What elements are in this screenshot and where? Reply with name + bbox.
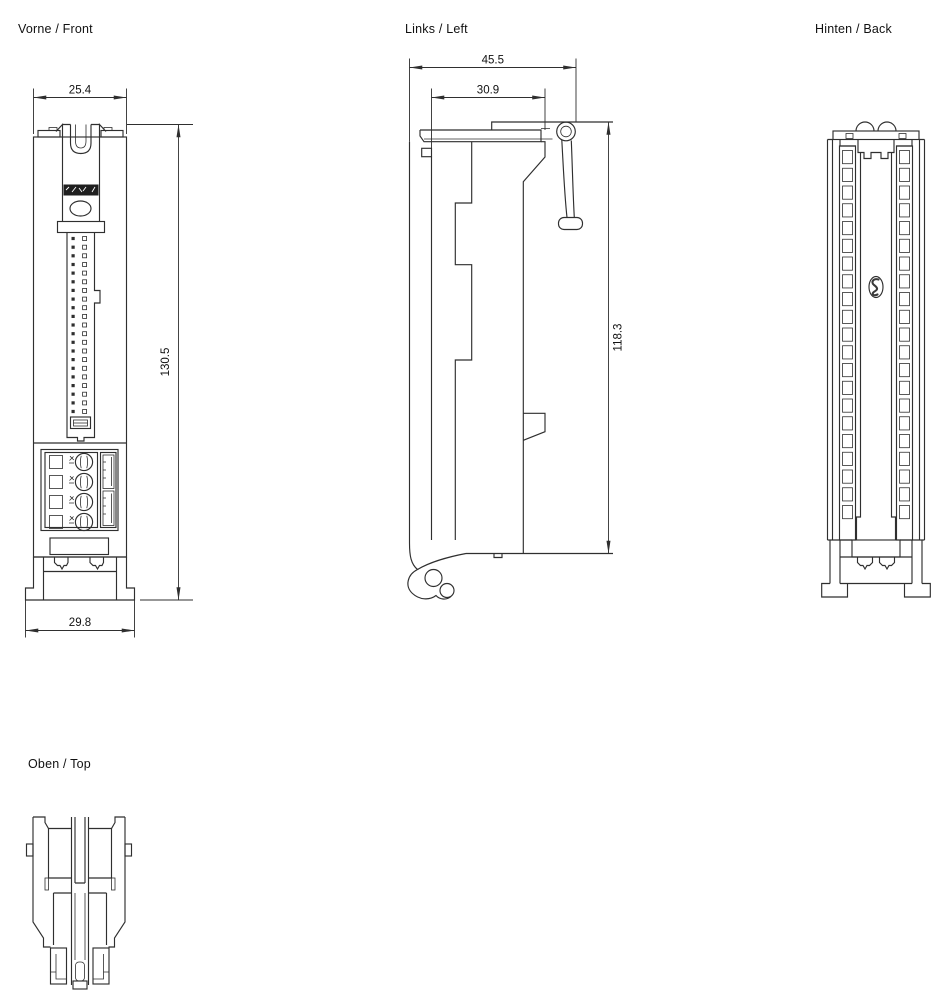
material-marking-icon bbox=[868, 275, 884, 299]
front-brand-label bbox=[63, 184, 99, 217]
front-dim-top-width: 25.4 bbox=[33, 85, 127, 134]
terminal-screw-icon bbox=[74, 512, 94, 532]
dimension-label: 130.5 bbox=[160, 348, 172, 377]
front-din-foot bbox=[24, 537, 136, 601]
left-view-title: Links / Left bbox=[405, 22, 468, 36]
front-dim-overall-height: 130.5 bbox=[127, 124, 193, 601]
back-top-clips bbox=[827, 121, 925, 160]
top-view-title: Oben / Top bbox=[28, 757, 91, 771]
left-dim-body-depth: 30.9 bbox=[431, 85, 546, 157]
left-locking-lever bbox=[556, 121, 584, 231]
dimension-label: 118.3 bbox=[613, 324, 625, 352]
back-vent-slots bbox=[842, 150, 910, 520]
top-view bbox=[25, 816, 133, 990]
lever-pivot-icon bbox=[556, 121, 576, 142]
back-view-title: Hinten / Back bbox=[815, 22, 892, 36]
front-wire-connector bbox=[99, 451, 117, 529]
left-dim-body-height: 118.3 bbox=[606, 121, 625, 554]
terminal-screw-icon bbox=[74, 452, 94, 472]
front-terminal-block bbox=[40, 448, 119, 532]
left-rail-hook bbox=[407, 542, 467, 600]
front-mounting-clip bbox=[55, 123, 107, 234]
front-view-title: Vorne / Front bbox=[18, 22, 93, 36]
top-center-channel bbox=[70, 817, 90, 990]
dimension-label: 30.9 bbox=[477, 85, 499, 97]
back-view bbox=[821, 121, 931, 598]
lever-handle bbox=[557, 216, 584, 231]
back-side-rails bbox=[826, 139, 926, 541]
front-view: 25.4 130.5 29.8 bbox=[24, 85, 193, 638]
dimension-label: 25.4 bbox=[69, 85, 92, 97]
top-outline bbox=[25, 816, 133, 948]
left-view: 45.5 30.9 118.3 bbox=[407, 55, 625, 600]
left-lid bbox=[419, 121, 613, 158]
front-dim-bottom-width: 29.8 bbox=[25, 600, 135, 638]
terminal-screw-icon bbox=[74, 492, 94, 512]
front-pin-strip bbox=[33, 232, 127, 444]
terminal-screw-icon bbox=[74, 472, 94, 492]
back-material-marking bbox=[868, 275, 884, 299]
top-feet bbox=[49, 947, 110, 985]
dimension-label: 45.5 bbox=[482, 55, 504, 67]
dimension-label: 29.8 bbox=[69, 617, 91, 629]
left-dim-overall-depth: 45.5 bbox=[409, 55, 577, 142]
left-body bbox=[408, 141, 613, 559]
front-round-opening bbox=[69, 200, 92, 217]
back-feet bbox=[821, 539, 931, 598]
